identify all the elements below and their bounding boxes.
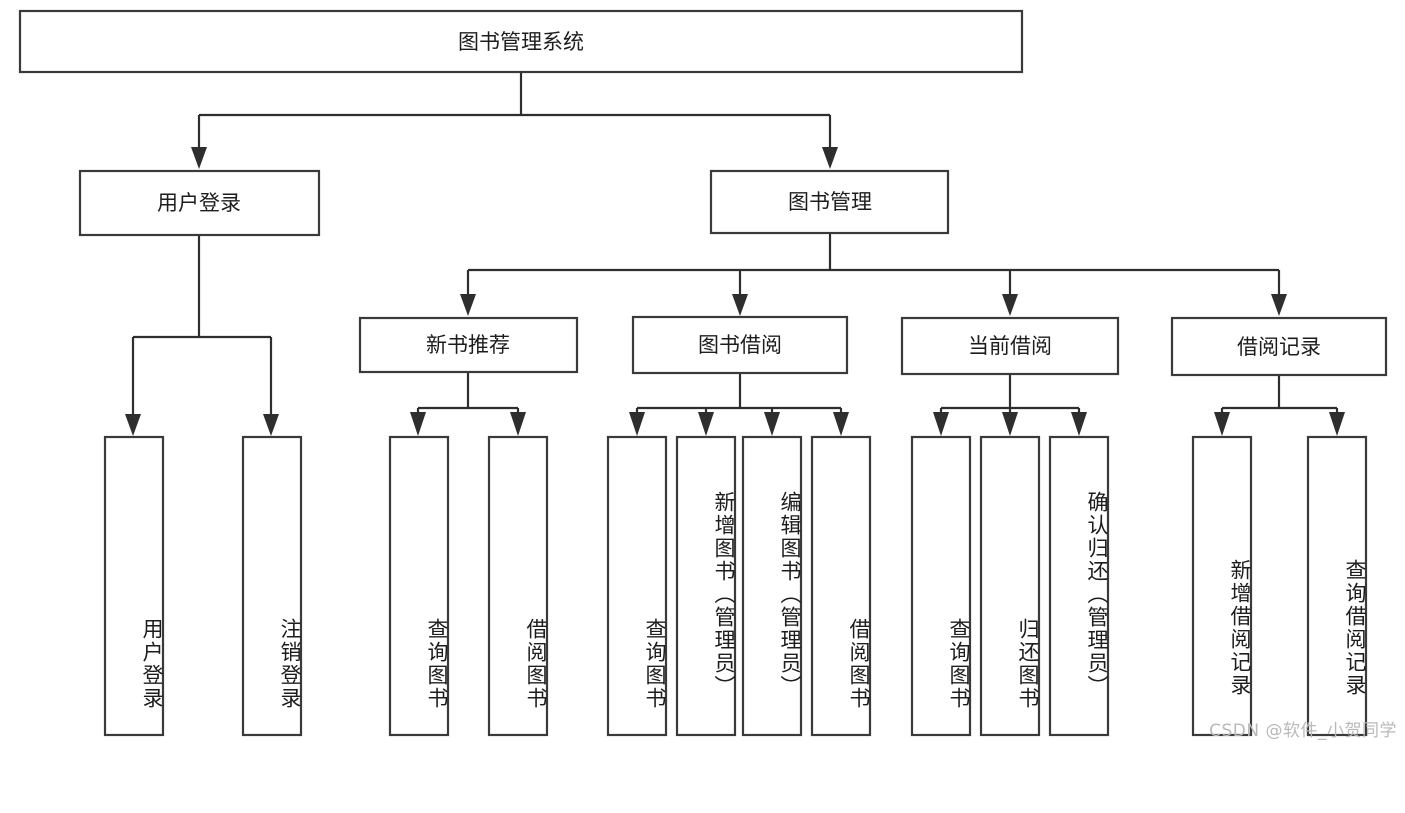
leaf-box-borrow-add[interactable] [675, 435, 737, 737]
node-new-book-recommend-label: 新书推荐 [426, 333, 510, 357]
leaf-box-borrow-lend[interactable] [810, 435, 872, 737]
connector-record-to-leaves [1214, 376, 1345, 436]
node-book-management-label: 图书管理 [788, 190, 872, 214]
leaf-box-logout[interactable] [241, 435, 303, 737]
leaf-box-recommend-query[interactable] [388, 435, 450, 737]
leaf-box-current-confirm[interactable] [1048, 435, 1110, 737]
node-borrow-record[interactable]: 借阅记录 [1170, 316, 1388, 377]
node-current-borrow-label: 当前借阅 [968, 334, 1052, 358]
connector-bookmgmt-to-level3 [460, 234, 1287, 316]
node-new-book-recommend[interactable]: 新书推荐 [358, 316, 579, 374]
connector-userlogin-to-leaves [125, 236, 279, 436]
node-book-borrow[interactable]: 图书借阅 [631, 315, 849, 375]
leaf-box-user-login[interactable] [103, 435, 165, 737]
connector-recommend-to-leaves [410, 373, 526, 436]
connector-borrow-to-leaves [629, 374, 849, 436]
leaf-box-recommend-borrow[interactable] [487, 435, 549, 737]
leaf-box-current-return[interactable] [979, 435, 1041, 737]
node-user-login[interactable]: 用户登录 [78, 169, 321, 237]
leaf-boxes [103, 435, 1368, 737]
leaf-box-borrow-edit[interactable] [741, 435, 803, 737]
connector-current-to-leaves [933, 375, 1087, 436]
flowchart-canvas: 图书管理系统 用户登录 图书管理 新书推荐 图书借阅 当前借阅 借阅记录 [18, 9, 1397, 741]
node-current-borrow[interactable]: 当前借阅 [900, 316, 1120, 376]
node-user-login-label: 用户登录 [157, 191, 241, 215]
node-root-system[interactable]: 图书管理系统 [18, 9, 1024, 74]
csdn-watermark: CSDN @软件_小贺同学 [1209, 721, 1397, 741]
node-root-system-label: 图书管理系统 [458, 30, 584, 54]
connector-root-to-level2 [191, 73, 838, 169]
leaf-box-current-query[interactable] [910, 435, 972, 737]
flowchart-svg: 图书管理系统 用户登录 图书管理 新书推荐 图书借阅 当前借阅 借阅记录 [18, 9, 1388, 737]
node-book-management[interactable]: 图书管理 [709, 169, 950, 235]
leaf-box-record-query[interactable] [1306, 435, 1368, 737]
leaf-box-record-add[interactable] [1191, 435, 1253, 737]
leaf-box-borrow-query[interactable] [606, 435, 668, 737]
node-book-borrow-label: 图书借阅 [698, 333, 782, 357]
node-borrow-record-label: 借阅记录 [1237, 335, 1321, 359]
